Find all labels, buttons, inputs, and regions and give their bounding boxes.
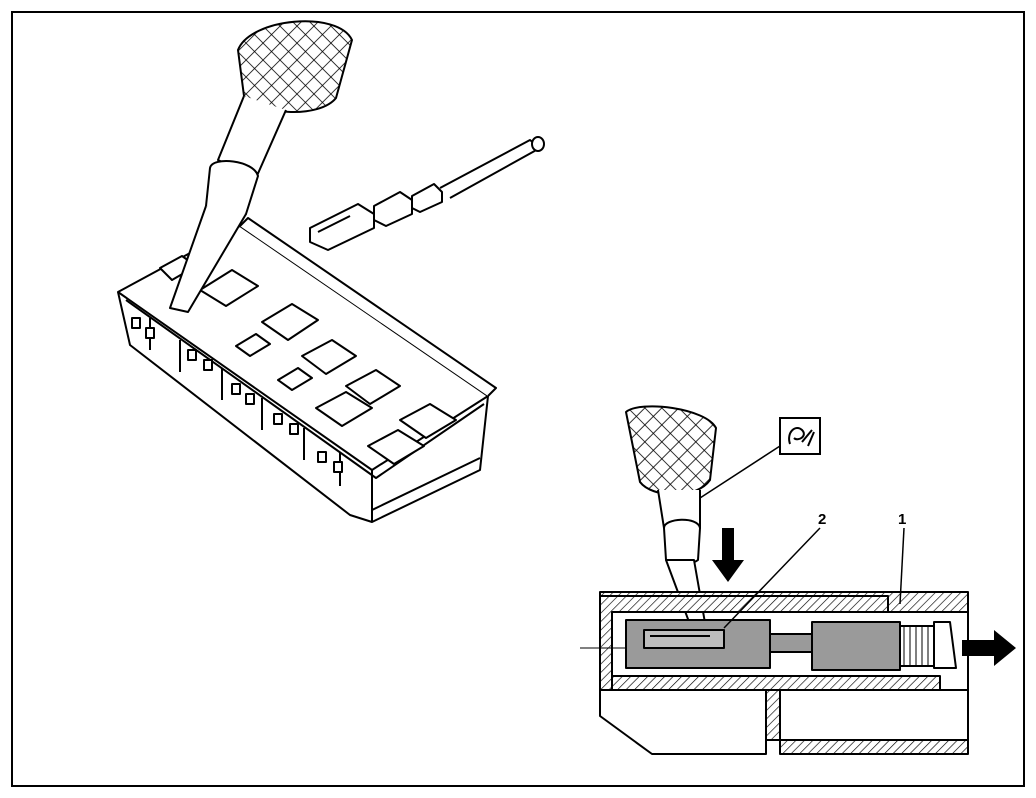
terminal-section — [580, 619, 957, 671]
housing-section — [599, 591, 969, 755]
release-tool-icon — [779, 417, 821, 455]
release-tool-top — [169, 20, 353, 313]
arrow-down-icon — [712, 528, 744, 582]
tool-symbol-leader — [699, 445, 781, 499]
figure-border — [11, 11, 1025, 787]
terminal-with-wire — [309, 136, 545, 251]
callout-1-leader — [899, 527, 905, 605]
callout-2-label: 2 — [818, 511, 826, 528]
connector-housing-illustration — [117, 217, 497, 523]
callout-2-leader — [723, 527, 821, 629]
callout-1-label: 1 — [898, 511, 906, 528]
release-tool-section — [625, 405, 717, 647]
arrow-right-icon — [962, 630, 1016, 666]
